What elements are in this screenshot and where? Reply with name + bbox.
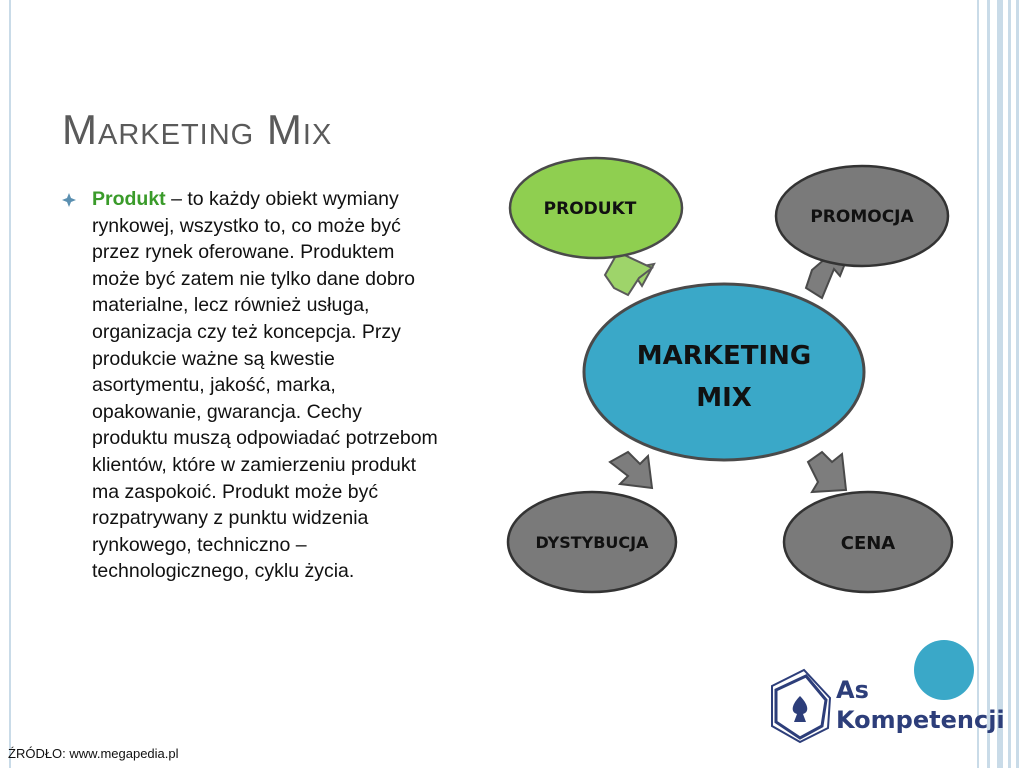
node-cena	[782, 490, 954, 594]
node-center-label-1: MARKETING	[637, 341, 811, 371]
right-frame-line-2	[987, 0, 990, 768]
right-frame-line-4	[1008, 0, 1011, 768]
node-dystybucja-label: DYSTYBUCJA	[536, 533, 650, 552]
node-produkt-label: PRODUKT	[544, 199, 637, 219]
left-frame-line	[9, 0, 11, 768]
bullet-text: Produkt – to każdy obiekt wymiany rynkow…	[92, 186, 440, 585]
right-frame-line-3	[997, 0, 1003, 768]
node-cena-label: CENA	[841, 533, 896, 554]
bullet-term: Produkt	[92, 188, 166, 210]
logo-text-line1: As	[836, 676, 869, 704]
arrow-to-dystybucja	[608, 450, 654, 490]
right-frame-line-1	[977, 0, 979, 768]
source-note: ŹRÓDŁO: www.megapedia.pl	[8, 746, 179, 761]
logo-mark-icon	[771, 668, 832, 744]
accent-circle	[914, 640, 974, 700]
logo-text-line2: Kompetencji	[836, 706, 1005, 734]
diamond-bullet-icon	[62, 193, 76, 207]
bullet-paragraph: Produkt – to każdy obiekt wymiany rynkow…	[62, 186, 440, 585]
node-dystybucja	[506, 490, 678, 594]
slide-title: Marketing Mix	[62, 106, 333, 153]
node-produkt	[508, 156, 684, 260]
arrow-to-cena	[806, 450, 848, 494]
right-frame-line-5	[1016, 0, 1019, 768]
bullet-body: – to każdy obiekt wymiany rynkowej, wszy…	[92, 188, 438, 583]
node-promocja	[774, 164, 950, 268]
node-center-label-2: MIX	[696, 383, 752, 413]
node-promocja-label: PROMOCJA	[810, 207, 914, 227]
node-center	[582, 282, 866, 462]
